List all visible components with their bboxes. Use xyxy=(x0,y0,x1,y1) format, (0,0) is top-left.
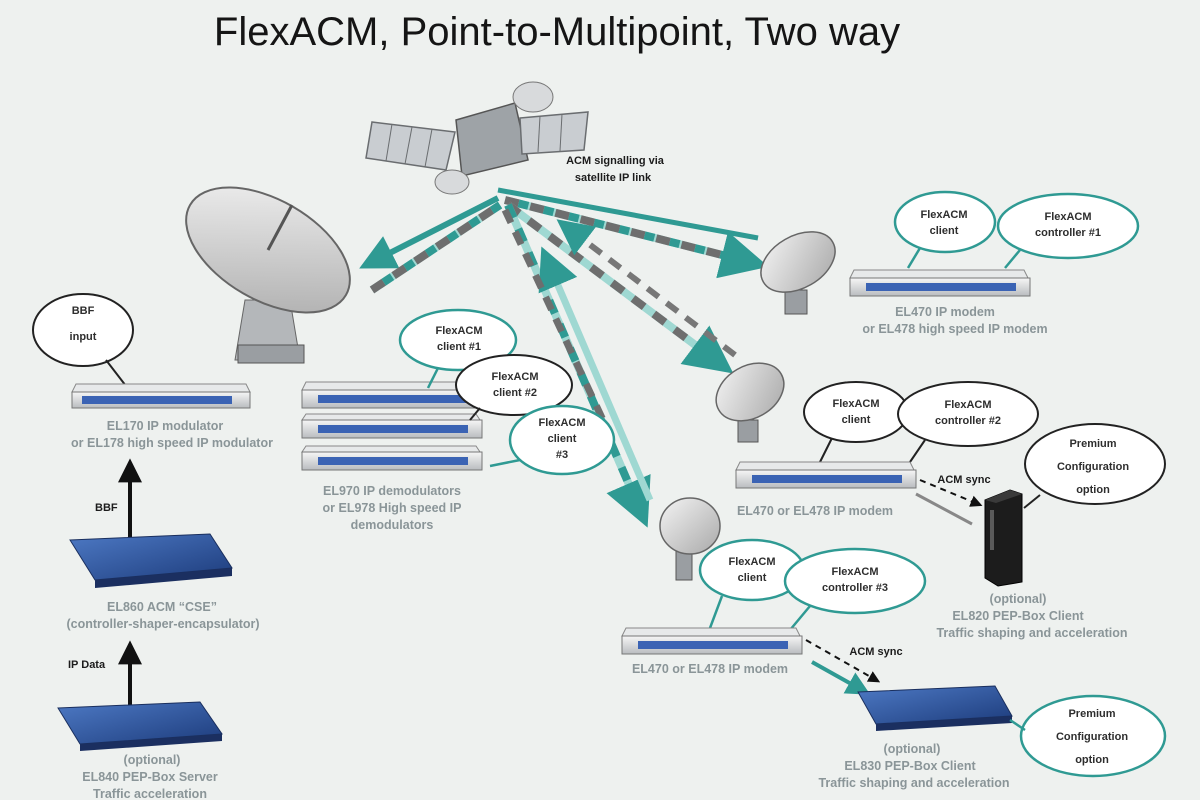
remote-1-controller-line2: controller #1 xyxy=(1035,227,1101,239)
el970-demodulators-icon xyxy=(301,381,483,471)
satellite-icon xyxy=(365,81,589,195)
premium-2-line2: Configuration xyxy=(1056,731,1128,743)
satellite-links xyxy=(359,187,769,528)
client-3-line2: client xyxy=(548,433,577,445)
remote-1-client-line1: FlexACM xyxy=(920,209,967,221)
el970-caption-line1: EL970 IP demodulators xyxy=(323,484,461,498)
el830-caption-line1: (optional) xyxy=(884,742,941,756)
premium-2-line3: option xyxy=(1075,754,1109,766)
bbf-arrow-label: BBF xyxy=(95,502,118,514)
el840-caption-line1: (optional) xyxy=(124,753,181,767)
remote-2-controller-line1: FlexACM xyxy=(944,399,991,411)
flexacm-client-1-bubble: FlexACM client #1 xyxy=(398,308,518,389)
remote-1-controller-line1: FlexACM xyxy=(1044,211,1091,223)
el970-caption-line3: demodulators xyxy=(351,518,434,532)
diagram-title: FlexACM, Point-to-Multipoint, Two way xyxy=(214,10,900,54)
remote-1-client-line2: client xyxy=(930,225,959,237)
el860-caption-line2: (controller-shaper-encapsulator) xyxy=(66,617,259,631)
el830-caption-line3: Traffic shaping and acceleration xyxy=(818,776,1009,790)
premium-config-bubble-2: Premium Configuration option xyxy=(1009,694,1167,778)
acm-signalling-label-line2: satellite IP link xyxy=(575,172,652,184)
bbf-input-line1: BBF xyxy=(72,305,95,317)
bbf-input-line2: input xyxy=(70,331,97,343)
remote-2-controller-bubble: FlexACM controller #2 xyxy=(897,381,1039,463)
el820-caption-line3: Traffic shaping and acceleration xyxy=(936,626,1127,640)
remote-3-modem-icon xyxy=(621,627,803,655)
premium-config-bubble-1: Premium Configuration option xyxy=(1023,423,1166,509)
client-3-line1: FlexACM xyxy=(538,417,585,429)
remote-2-client-line1: FlexACM xyxy=(832,398,879,410)
remote-1-controller-bubble: FlexACM controller #1 xyxy=(996,192,1140,269)
remote-3-client-bubble: FlexACM client xyxy=(698,538,806,629)
el970-caption-line2: or EL978 High speed IP xyxy=(323,501,462,515)
remote-3-client-line1: FlexACM xyxy=(728,556,775,568)
client-1-line1: FlexACM xyxy=(435,325,482,337)
client-1-line2: client #1 xyxy=(437,341,481,353)
remote-2-caption: EL470 or EL478 IP modem xyxy=(737,504,893,518)
acm-signalling-label: ACM signalling via xyxy=(566,155,665,167)
remote-2-client-bubble: FlexACM client xyxy=(803,381,909,463)
premium-1-line2: Configuration xyxy=(1057,461,1129,473)
el860-cse-icon xyxy=(69,533,233,588)
acm-sync-3-label: ACM sync xyxy=(849,646,902,658)
remote-1-dish-icon xyxy=(760,231,836,315)
client-2-line2: client #2 xyxy=(493,387,537,399)
el830-pep-box-icon xyxy=(857,685,1013,731)
remote-1-caption-line1: EL470 IP modem xyxy=(895,305,995,319)
el820-pep-box-icon xyxy=(984,489,1023,587)
el840-caption-line3: Traffic acceleration xyxy=(93,787,207,800)
remote-1-client-bubble: FlexACM client xyxy=(893,190,997,269)
premium-1-line3: option xyxy=(1076,484,1110,496)
remote-3-caption: EL470 or EL478 IP modem xyxy=(632,662,788,676)
el840-pep-server-icon xyxy=(57,701,223,751)
acm-sync-2-link xyxy=(915,492,973,526)
el840-caption-line2: EL840 PEP-Box Server xyxy=(82,770,218,784)
remote-3-dish-icon xyxy=(659,497,721,581)
remote-2-modem-icon xyxy=(735,461,917,489)
el170-caption-line1: EL170 IP modulator xyxy=(107,419,224,433)
bbf-input-bubble: BBF input xyxy=(32,293,134,387)
remote-3-controller-line2: controller #3 xyxy=(822,582,888,594)
el830-caption-line2: EL830 PEP-Box Client xyxy=(844,759,976,773)
el170-caption-line2: or EL178 high speed IP modulator xyxy=(71,436,273,450)
remote-3-controller-line1: FlexACM xyxy=(831,566,878,578)
remote-1-caption-line2: or EL478 high speed IP modem xyxy=(862,322,1047,336)
remote-3-controller-bubble: FlexACM controller #3 xyxy=(783,547,927,631)
el860-caption-line1: EL860 ACM “CSE” xyxy=(107,600,217,614)
remote-1-modem-icon xyxy=(849,269,1031,297)
client-2-line1: FlexACM xyxy=(491,371,538,383)
premium-1-line1: Premium xyxy=(1069,438,1116,450)
flexacm-client-3-bubble: FlexACM client #3 xyxy=(489,404,616,476)
hub-dish-icon xyxy=(185,186,351,364)
remote-2-controller-line2: controller #2 xyxy=(935,415,1001,427)
el170-modulator-icon xyxy=(71,383,251,409)
flexacm-client-2-bubble: FlexACM client #2 xyxy=(455,354,573,421)
premium-2-line1: Premium xyxy=(1068,708,1115,720)
client-3-line3: #3 xyxy=(556,449,568,461)
remote-2-dish-icon xyxy=(715,362,785,443)
el820-caption-line1: (optional) xyxy=(990,592,1047,606)
remote-3-client-line2: client xyxy=(738,572,767,584)
acm-sync-2-label: ACM sync xyxy=(937,474,990,486)
remote-2-client-line2: client xyxy=(842,414,871,426)
ip-data-label: IP Data xyxy=(68,659,106,671)
el820-caption-line2: EL820 PEP-Box Client xyxy=(952,609,1084,623)
acm-sync-3-link xyxy=(811,660,871,695)
